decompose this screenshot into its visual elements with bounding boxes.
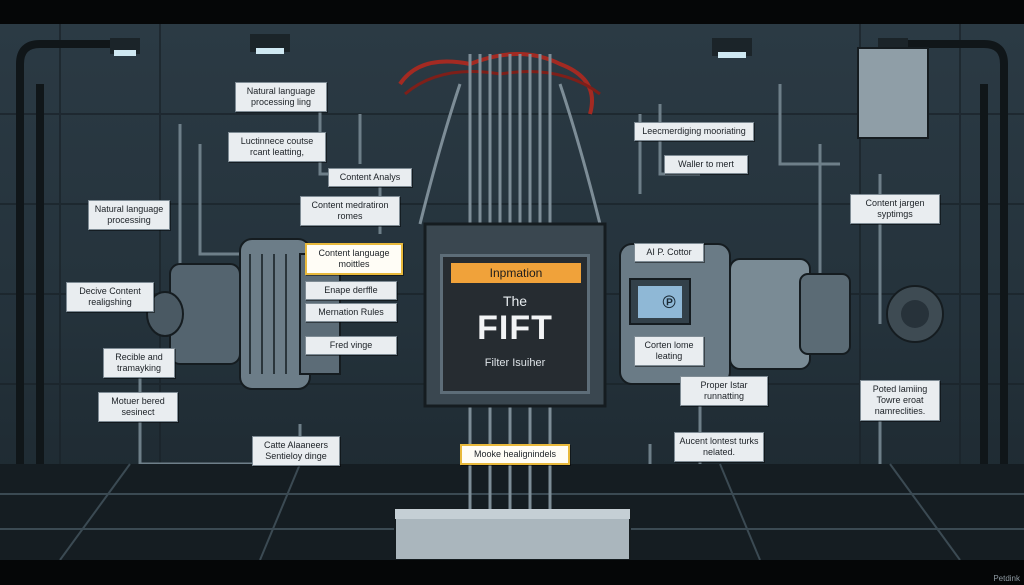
label-nlp-left: Natural language processing [88, 200, 170, 230]
label-content-language: Content language moittles [305, 243, 403, 275]
ceiling-lights [110, 34, 908, 58]
label-motuer: Motuer bered sesinect [98, 392, 178, 422]
label-catte: Catte Alaaneers Sentieloy dinge [252, 436, 340, 466]
label-fred: Fred vinge [305, 336, 397, 355]
label-content-analys: Content Analys [328, 168, 412, 187]
label-nlp-top: Natural language processing ling [235, 82, 327, 112]
label-al-cottor: AI P. Cottor [634, 243, 704, 262]
label-recible: Recible and tramayking [103, 348, 175, 378]
label-content-jargen: Content jargen syptimgs [850, 194, 940, 224]
label-content-moderation: Content medratiron romes [300, 196, 400, 226]
panel-screen [638, 286, 682, 318]
label-leecmerdiging: Leecmerdiging mooriating [634, 122, 754, 141]
display-title: FIFT [477, 309, 553, 347]
bottom-letterbox [0, 560, 1024, 585]
label-enape: Enape derffle [305, 281, 397, 300]
machine-room-scene: Inpmation The FIFT Filter Isuiher ℗ Natu… [0, 24, 1024, 560]
label-aucent: Aucent lontest turks nelated. [674, 432, 764, 462]
label-waller: Waller to mert [664, 155, 748, 174]
watermark: Petdink [993, 574, 1020, 583]
central-display: Inpmation The FIFT Filter Isuiher [440, 254, 590, 394]
label-mooke: Mooke healignindels [460, 444, 570, 465]
label-poted: Poted lamiing Towre eroat namreclities. [860, 380, 940, 421]
label-luctinnece: Luctinnece coutse rcant leatting, [228, 132, 326, 162]
display-line: The [502, 293, 528, 309]
display-subtitle: Filter Isuiher [484, 357, 546, 369]
label-corten-lome: Corten lome leating [634, 336, 704, 366]
display-header: Inpmation [451, 263, 581, 283]
label-mernation-rules: Mernation Rules [305, 303, 397, 322]
top-letterbox [0, 0, 1024, 24]
label-proper: Proper Istar runnatting [680, 376, 768, 406]
label-decive-content: Decive Content realigshing [66, 282, 154, 312]
panel-p-icon: ℗ [662, 292, 676, 312]
